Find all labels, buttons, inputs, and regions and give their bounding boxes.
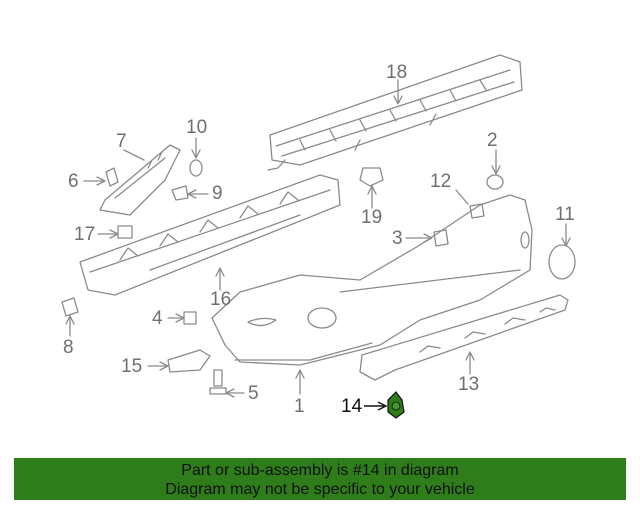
clip-part-6 xyxy=(105,167,119,187)
callout-7: 7 xyxy=(116,131,127,152)
callout-6: 6 xyxy=(68,171,79,192)
nut-part-10 xyxy=(189,159,203,177)
lower-diffuser-part-13 xyxy=(359,294,569,381)
callout-18: 18 xyxy=(386,62,408,83)
callout-14-highlighted: 14 xyxy=(341,396,363,417)
parts-diagram xyxy=(61,54,576,419)
callout-1: 1 xyxy=(294,396,305,417)
callout-12: 12 xyxy=(430,171,452,192)
banner-line-1: Part or sub-assembly is #14 in diagram xyxy=(181,462,459,479)
callout-8: 8 xyxy=(63,337,74,358)
callout-11: 11 xyxy=(555,204,575,225)
screw-part-3 xyxy=(433,229,449,247)
screw-part-4 xyxy=(183,311,197,325)
info-banner: Part or sub-assembly is #14 in diagram D… xyxy=(14,458,626,500)
cap-part-2 xyxy=(486,174,504,190)
leader-lines xyxy=(65,79,571,398)
callout-19: 19 xyxy=(361,207,383,228)
clip-part-19 xyxy=(359,167,384,187)
callout-13: 13 xyxy=(458,374,480,395)
energy-absorber-part-16 xyxy=(79,174,341,296)
callout-17: 17 xyxy=(74,224,96,245)
callout-9: 9 xyxy=(212,183,223,204)
callout-4: 4 xyxy=(152,308,163,329)
screw-part-12 xyxy=(469,203,485,219)
fastener-part-14-highlighted xyxy=(364,391,405,419)
clip-part-17 xyxy=(117,225,133,239)
callout-5: 5 xyxy=(248,383,259,404)
callout-10: 10 xyxy=(186,117,208,138)
callout-15: 15 xyxy=(121,356,143,377)
bumper-cover-part-1 xyxy=(211,194,533,366)
banner-line-2: Diagram may not be specific to your vehi… xyxy=(165,481,475,498)
callout-3: 3 xyxy=(392,228,403,249)
bracket-part-7 xyxy=(99,144,181,216)
callout-16: 16 xyxy=(210,289,232,310)
bolt-part-5 xyxy=(209,369,227,395)
reflector-part-15 xyxy=(167,349,211,373)
pin-part-8 xyxy=(61,297,79,317)
pin-part-9 xyxy=(171,185,189,201)
callout-2: 2 xyxy=(487,130,498,151)
tow-cap-part-11 xyxy=(548,244,576,280)
reinforcement-beam-part-18 xyxy=(267,54,523,171)
